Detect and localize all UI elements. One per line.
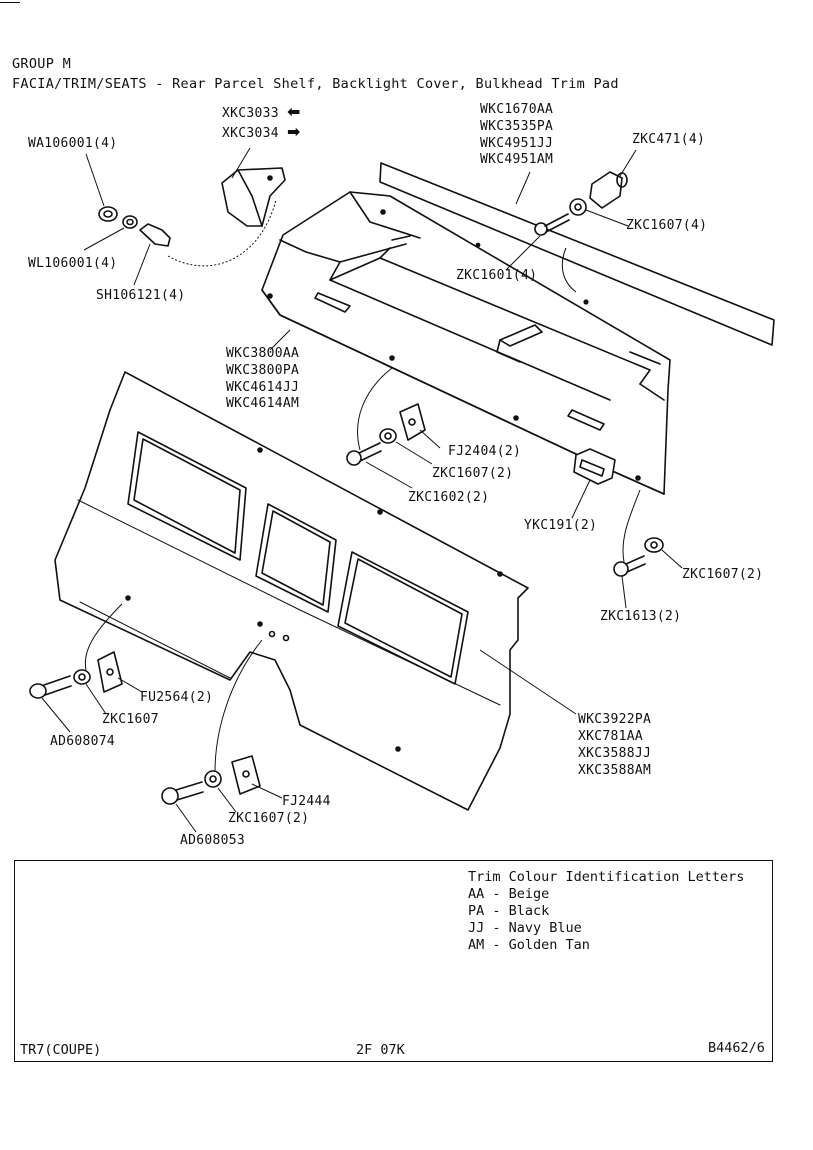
part-label-zkc1607-top: ZKC1607(4)	[626, 218, 708, 233]
legend-box	[14, 860, 773, 1062]
part-label-shelf-2: WKC3800PA	[226, 363, 300, 378]
part-label-wa106001: WA106001(4)	[28, 136, 118, 151]
part-label-zkc1602: ZKC1602(2)	[408, 490, 490, 505]
part-label-backlight-cover-4: WKC4951AM	[480, 152, 554, 167]
part-label-fj2404: FJ2404(2)	[448, 444, 522, 459]
part-label-pad-4: XKC3588AM	[578, 763, 652, 778]
part-label-zkc1607-left: ZKC1607	[102, 712, 159, 727]
part-label-fj2444: FJ2444	[282, 794, 331, 809]
exploded-parts-diagram	[29, 147, 775, 833]
footer-ref: B4462/6	[708, 1040, 765, 1056]
corner-trim	[221, 167, 286, 227]
part-label-zkc471: ZKC471(4)	[632, 132, 706, 147]
part-label-fu2564: FU2564(2)	[140, 690, 214, 705]
part-label-xkc3034: XKC3034 ➡	[222, 122, 301, 142]
part-label-ad608074: AD608074	[50, 734, 116, 749]
legend-row: AM - Golden Tan	[468, 937, 590, 953]
top-edge-mark	[0, 2, 20, 3]
part-label-ad608053: AD608053	[180, 833, 246, 848]
leader-lines	[41, 147, 683, 833]
part-label-shelf-1: WKC3800AA	[226, 346, 300, 361]
parcel-shelf	[261, 191, 671, 495]
part-label-shelf-3: WKC4614JJ	[226, 380, 300, 395]
part-label-shelf-4: WKC4614AM	[226, 396, 300, 411]
part-label-backlight-cover-3: WKC4951JJ	[480, 136, 554, 151]
backlight-cover	[379, 162, 775, 346]
legend-row: JJ - Navy Blue	[468, 920, 582, 936]
part-label-pad-1: WKC3922PA	[578, 712, 652, 727]
fasteners	[29, 171, 664, 805]
part-label-zkc1607-right: ZKC1607(2)	[682, 567, 764, 582]
part-label-zkc1601: ZKC1601(4)	[456, 268, 538, 283]
footer-page: 2F 07K	[356, 1042, 405, 1058]
part-label-xkc3033: XKC3033 ⬅	[222, 102, 301, 122]
part-label-backlight-cover-1: WKC1670AA	[480, 102, 554, 117]
footer-model: TR7(COUPE)	[20, 1042, 102, 1058]
part-label-backlight-cover-2: WKC3535PA	[480, 119, 554, 134]
left-arrow-icon: ⬅	[287, 102, 301, 121]
legend-title: Trim Colour Identification Letters	[468, 869, 745, 885]
right-arrow-icon: ➡	[287, 122, 301, 141]
group-label: GROUP M	[12, 56, 71, 72]
part-label-pad-3: XKC3588JJ	[578, 746, 652, 761]
part-label-zkc1613: ZKC1613(2)	[600, 609, 682, 624]
part-label-wl106001: WL106001(4)	[28, 256, 118, 271]
part-label-zkc1607-mid: ZKC1607(2)	[432, 466, 514, 481]
part-label-sh106121: SH106121(4)	[96, 288, 186, 303]
part-label-zkc1607-bottom: ZKC1607(2)	[228, 811, 310, 826]
part-label-ykc191: YKC191(2)	[524, 518, 598, 533]
legend-row: AA - Beige	[468, 886, 550, 902]
legend-row: PA - Black	[468, 903, 550, 919]
part-label-pad-2: XKC781AA	[578, 729, 644, 744]
page-title: FACIA/TRIM/SEATS - Rear Parcel Shelf, Ba…	[12, 76, 619, 92]
bulkhead-trim-pad	[54, 371, 529, 811]
